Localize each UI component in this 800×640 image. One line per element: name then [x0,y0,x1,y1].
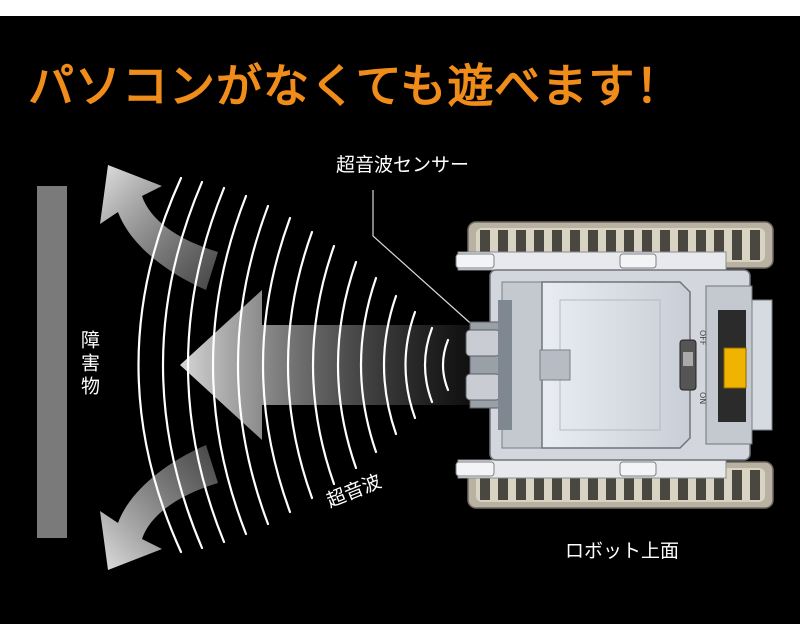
wave-direction-arrow [180,290,470,440]
obstacle-label: 障害物 [78,330,100,399]
reflect-arrow-up [100,165,218,290]
power-switch: OFF ON [679,330,707,404]
obstacle-wall [37,186,67,538]
ultrasonic-waves [137,176,450,554]
switch-off-label: OFF [698,330,707,346]
reflect-arrow-down [100,445,218,570]
ultrasonic-sensor [465,300,512,430]
headline: パソコンがなくても遊べます！ [28,59,683,113]
battery-holder [723,347,747,389]
robot-top-view: OFF ON [455,221,774,509]
sensor-label: 超音波センサー [336,154,470,176]
switch-on-label: ON [698,392,707,404]
sensor-leader-line [372,190,479,331]
robot-top-view-label: ロボット上面 [565,540,680,562]
